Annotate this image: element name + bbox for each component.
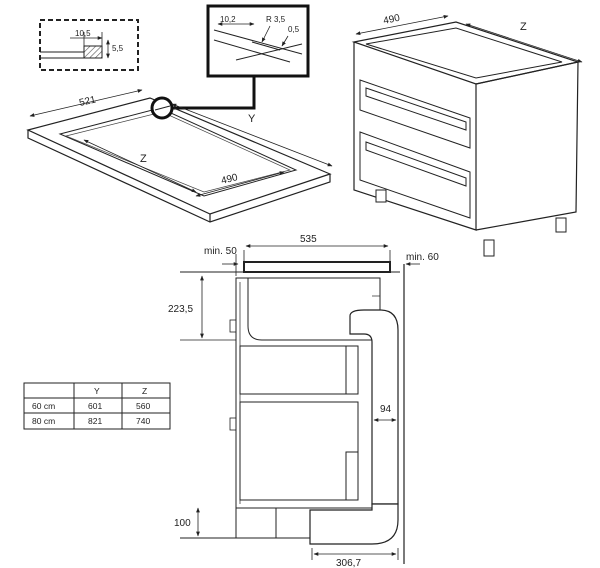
worktop-drawing: 521 Z 490 Y: [26, 89, 333, 223]
worktop-cut-depth-label: Z: [140, 153, 147, 165]
section-upper-drawer: [239, 345, 359, 395]
hatched-rebate: [83, 45, 103, 59]
worktop-total-depth-label: Y: [248, 113, 256, 125]
plinth-label: 100: [174, 518, 191, 529]
duct-length-label: 306,7: [336, 558, 361, 568]
hob-width-label: 535: [300, 234, 317, 245]
table-cell: 60 cm: [32, 401, 55, 411]
min-right-label: min. 60: [406, 252, 439, 263]
zoom-radius-label: R 3,5: [266, 15, 286, 24]
worktop-cutout: [58, 107, 298, 197]
table-header-cell: Z: [142, 386, 147, 396]
table-header-cell: Y: [94, 386, 100, 396]
cabinet-leg: [483, 239, 495, 257]
cabinet-drawing: 490 Z: [351, 13, 583, 257]
worktop-cut-width-label: 490: [220, 172, 239, 187]
zoom-width-label: 10,2: [220, 15, 236, 24]
duct-elbow: [309, 503, 399, 545]
depth-label: 5,5: [112, 44, 124, 53]
zoom-leader: [172, 76, 256, 110]
worktop-total-width-label: 521: [78, 94, 97, 109]
lower-drawer: [359, 131, 471, 219]
upper-drawer: [359, 79, 471, 149]
upper-handle: [365, 87, 467, 131]
cabinet-leg: [375, 189, 387, 203]
height-label: 223,5: [168, 304, 193, 315]
table-cell: 601: [88, 401, 102, 411]
table-cell: 740: [136, 416, 150, 426]
table-cell: 560: [136, 401, 150, 411]
hob-outline: [243, 261, 391, 273]
cabinet-depth-label: Z: [520, 21, 527, 33]
lower-handle: [365, 141, 467, 187]
zoom-inset: 10,2 R 3,5 0,5: [206, 4, 310, 78]
table-cell: 821: [88, 416, 102, 426]
size-table: Y Z 60 cm 601 560 80 cm 821 740: [23, 382, 171, 430]
zoom-depth-label: 0,5: [288, 25, 300, 34]
cabinet-leg: [555, 217, 567, 233]
vertical-duct: [349, 309, 399, 505]
offset-label: 10,5: [75, 29, 91, 38]
cabinet-width-label: 490: [382, 13, 401, 27]
min-left-label: min. 50: [204, 246, 237, 257]
detail-inset: 10,5 5,5: [39, 19, 139, 71]
duct-width-label: 94: [380, 404, 392, 415]
section-lower-drawer: [239, 401, 359, 501]
section-drawing: 535 min. 50 min. 60 223,5 94 100 306,7: [168, 234, 439, 568]
table-cell: 80 cm: [32, 416, 55, 426]
